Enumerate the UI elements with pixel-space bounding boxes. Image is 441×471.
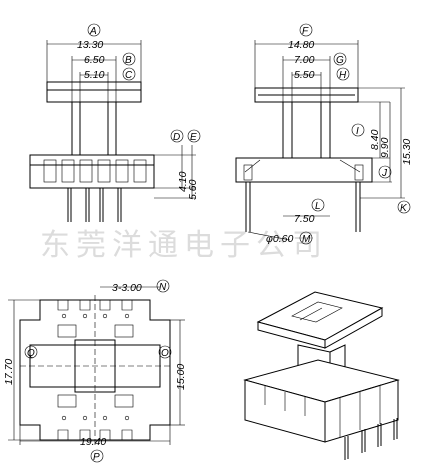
dim-a-letter: A (89, 26, 97, 37)
front-view: 13.30 A 6.50 B 5.10 C 4.10 5.60 D E (29, 23, 201, 222)
dim-e-value: 5.60 (187, 179, 199, 200)
dim-g-value: 7.00 (294, 54, 315, 66)
side-base (235, 157, 373, 183)
dim-p-value: 19.40 (80, 436, 106, 448)
dim-q-value: 17.70 (3, 359, 15, 385)
bottom-outline (19, 299, 171, 441)
dim-l-value: 7.50 (294, 213, 315, 225)
dim-d-letter: D (173, 132, 180, 143)
dim-o-letter: O (161, 348, 169, 359)
dim-c-value: 5.10 (84, 69, 105, 81)
bottom-view: 3-3.00 N 15.00 O 17.70 Q 19.40 P (3, 279, 187, 463)
front-base (29, 154, 155, 189)
dim-l-letter: L (315, 201, 321, 212)
dim-b-value: 6.50 (84, 54, 105, 66)
dim-i-value: 8.40 (369, 129, 381, 150)
dim-i-letter: I (356, 126, 359, 137)
dim-c-letter: C (125, 70, 133, 81)
dim-j-value: 9.90 (379, 137, 391, 158)
dim-n-value: 3-3.00 (112, 282, 142, 294)
dim-k-letter: K (400, 203, 408, 214)
dim-j-letter: J (381, 168, 388, 179)
dim-q-letter: Q (27, 348, 35, 359)
dim-h-letter: H (339, 70, 347, 81)
dim-o-value: 15.00 (175, 364, 187, 390)
dim-f-letter: F (302, 26, 309, 37)
dim-a-value: 13.30 (77, 39, 103, 51)
dim-m-value: φ0.60 (266, 233, 293, 245)
dim-p-letter: P (93, 452, 100, 463)
dim-f-value: 14.80 (288, 39, 314, 51)
dim-e-letter: E (190, 132, 197, 143)
dim-d-value: 4.10 (177, 171, 189, 192)
dim-h-value: 5.50 (294, 69, 315, 81)
side-view: 14.80 F 7.00 G 5.50 H 8.40 9.90 15.30 I … (235, 23, 413, 245)
dim-g-letter: G (336, 55, 344, 66)
front-top-flange (46, 81, 142, 103)
dim-m-letter: M (302, 234, 311, 245)
isometric-view (243, 291, 400, 460)
dim-n-letter: N (159, 282, 167, 293)
dim-total-h-value: 15.30 (401, 139, 413, 165)
watermark-text: 东莞洋通电子公司 (40, 228, 328, 263)
dim-b-letter: B (125, 55, 132, 66)
side-top-flange (254, 87, 359, 103)
